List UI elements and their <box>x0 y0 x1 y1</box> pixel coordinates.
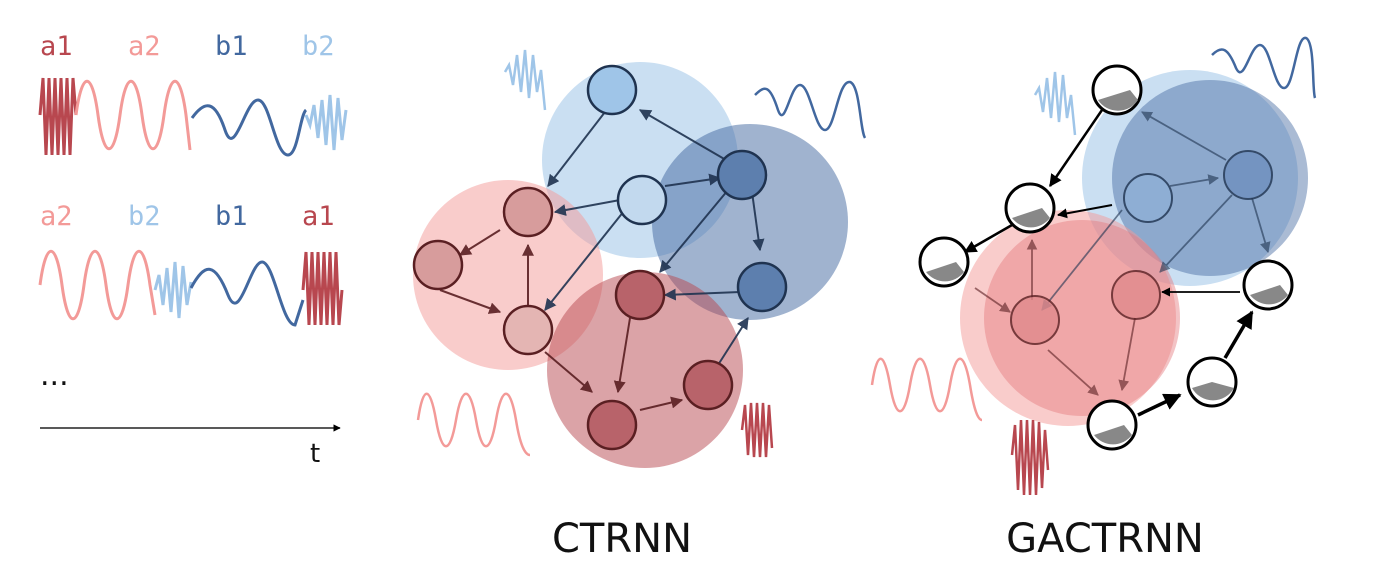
gactrnn-blue-edges <box>1041 111 1271 311</box>
node <box>616 174 668 226</box>
seq1-label-3: b1 <box>215 31 248 62</box>
gactrnn-wave-b2 <box>1033 71 1077 136</box>
gactrnn-wave-a1 <box>1010 419 1050 496</box>
node <box>1111 270 1161 320</box>
gactrnn-red-edges <box>974 238 1136 396</box>
node <box>1010 295 1060 345</box>
gactrnn-wave-a2 <box>870 357 983 422</box>
gactrnn-nodes <box>918 64 1294 451</box>
node <box>586 64 638 116</box>
node-shade <box>1250 285 1288 305</box>
seq2-label-1: a2 <box>40 201 73 232</box>
ellipsis: ... <box>40 358 69 393</box>
node <box>614 269 666 321</box>
node-shade <box>1098 90 1138 111</box>
module-a2 <box>413 180 603 370</box>
seq1-wave-b1 <box>190 98 308 157</box>
seq2-label-4: a1 <box>302 201 335 232</box>
ctrnn-title: CTRNN <box>552 516 692 562</box>
ctrnn-wave-a1 <box>740 402 774 458</box>
seq2-label-3: b1 <box>215 201 248 232</box>
node <box>716 149 768 201</box>
ctrnn-red-edges <box>439 229 684 411</box>
node <box>502 304 554 356</box>
ctrnn-wave-a2 <box>416 392 531 457</box>
seq1-wave-b2 <box>304 94 348 151</box>
time-axis-label: t <box>310 439 320 469</box>
seq1-label-2: a2 <box>128 31 161 62</box>
seq2-label-2: b2 <box>128 201 161 232</box>
node-shade <box>1012 208 1050 228</box>
seq1-label-1: a1 <box>40 31 73 62</box>
module-b1 <box>652 124 848 320</box>
gactrnn-wave-b1 <box>1211 36 1317 99</box>
node <box>682 359 734 411</box>
ctrnn-network: CTRNN <box>412 49 867 562</box>
ctrnn-blue-edges <box>544 109 765 366</box>
sequence-panel: a1 a2 b1 b2 a2 b2 b1 a1 ... t <box>38 31 348 469</box>
seq1-label-4: b2 <box>302 31 335 62</box>
node-shade <box>1094 425 1132 445</box>
module-a2 <box>960 210 1176 426</box>
node <box>502 186 554 238</box>
gactrnn-black-edges <box>963 109 1254 417</box>
seq2-wave-a2 <box>38 250 157 320</box>
seq2-wave-b2 <box>153 261 193 319</box>
gactrnn-network: GACTRNN <box>870 36 1317 562</box>
node <box>1123 173 1173 223</box>
node <box>736 261 788 313</box>
module-b2 <box>1082 70 1298 286</box>
ctrnn-wave-b1 <box>754 80 867 139</box>
node <box>1223 150 1273 200</box>
gactrnn-title: GACTRNN <box>1006 516 1204 562</box>
module-a1 <box>984 220 1180 416</box>
seq1-wave-a2 <box>74 80 192 151</box>
node <box>586 399 638 451</box>
ctrnn-wave-b2 <box>503 49 547 111</box>
seq2-wave-b1 <box>189 260 305 327</box>
node-shade <box>1192 382 1234 401</box>
node <box>412 239 464 291</box>
seq1-wave-a1 <box>38 77 78 156</box>
ctrnn-nodes <box>412 64 788 451</box>
node-shade <box>926 262 964 282</box>
seq2-wave-a1 <box>301 251 344 326</box>
